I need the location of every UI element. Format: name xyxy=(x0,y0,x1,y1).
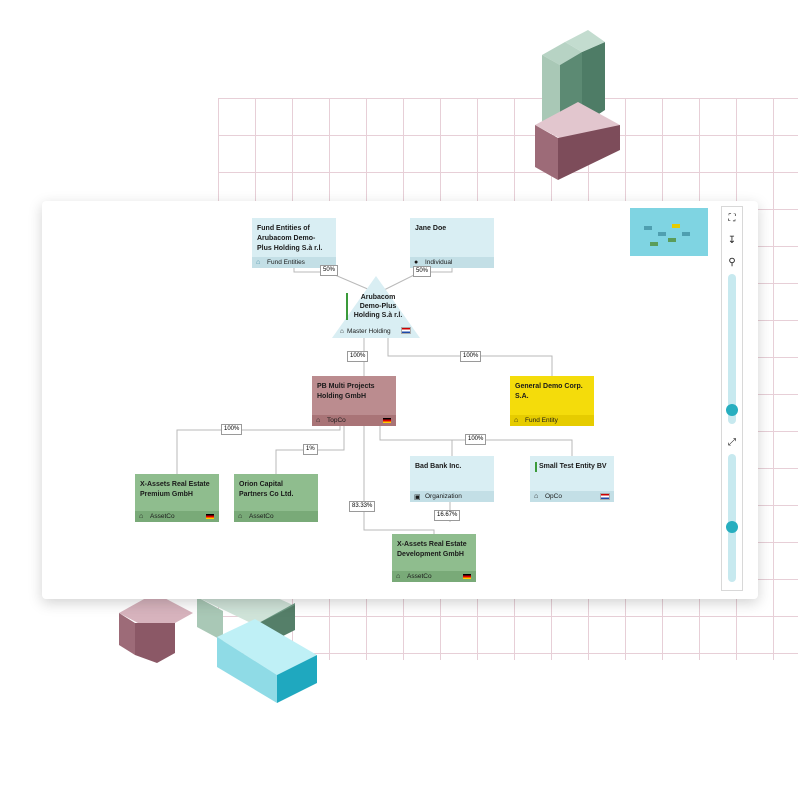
zoom-slider-track[interactable] xyxy=(728,274,736,424)
home-icon: ⌂ xyxy=(238,513,243,520)
flag-germany-icon xyxy=(463,574,471,579)
node-master-holding[interactable]: Arubacom Demo-Plus Holding S.à r.l. ⌂ Ma… xyxy=(332,276,420,338)
node-type: AssetCo xyxy=(407,573,432,580)
node-type: Master Holding xyxy=(346,328,391,335)
home-icon: ⌂ xyxy=(139,513,144,520)
node-name: PB Multi Projects Holding GmbH xyxy=(317,383,375,400)
edge-label: 100% xyxy=(460,351,482,362)
triangle-shape xyxy=(332,276,420,338)
edge-label: 83.33% xyxy=(349,501,376,512)
size-slider-handle[interactable] xyxy=(726,521,738,533)
search-icon[interactable]: ⚲ xyxy=(728,257,736,268)
node-type: OpCo xyxy=(545,493,562,500)
node-type: Fund Entities xyxy=(267,259,305,266)
node-name: Fund Entities of Arubacom Demo-Plus Hold… xyxy=(257,225,323,252)
home-icon: ⌂ xyxy=(340,328,344,335)
node-type: AssetCo xyxy=(150,513,175,520)
node-name: X-Assets Real Estate Premium GmbH xyxy=(140,481,210,498)
minimap-preview xyxy=(644,224,690,246)
home-icon: ⌂ xyxy=(396,573,401,580)
edge-label: 100% xyxy=(221,424,243,435)
edge-label: 1% xyxy=(303,444,318,455)
org-chart-panel xyxy=(42,201,758,599)
decorative-blocks-top xyxy=(535,30,620,180)
node-name: Arubacom Demo-Plus Holding S.à r.l. xyxy=(346,293,406,320)
node-general-demo-corp[interactable]: General Demo Corp. S.A. ⌂ Fund Entity xyxy=(510,376,594,426)
node-jane-doe[interactable]: Jane Doe ● Individual xyxy=(410,218,494,268)
node-name: Bad Bank Inc. xyxy=(415,463,462,470)
edge-label: 100% xyxy=(465,434,487,445)
size-slider-track[interactable] xyxy=(728,454,736,582)
home-icon: ⌂ xyxy=(534,493,539,500)
node-name: General Demo Corp. S.A. xyxy=(515,383,583,400)
person-icon: ● xyxy=(414,259,419,266)
edge-label: 50% xyxy=(413,266,432,277)
bank-icon: ▣ xyxy=(414,493,421,501)
node-name: X-Assets Real Estate Development GmbH xyxy=(397,541,467,558)
node-xassets-premium[interactable]: X-Assets Real Estate Premium GmbH ⌂ Asse… xyxy=(135,474,219,522)
export-icon[interactable]: ↧ xyxy=(727,235,737,246)
node-fund-entities[interactable]: Fund Entities of Arubacom Demo-Plus Hold… xyxy=(252,218,336,268)
minimap[interactable] xyxy=(630,208,708,256)
node-orion-capital[interactable]: Orion Capital Partners Co Ltd. ⌂ AssetCo xyxy=(234,474,318,522)
home-icon: ⌂ xyxy=(514,417,519,424)
node-name: Small Test Entity BV xyxy=(535,462,608,472)
resize-icon[interactable]: ⤢ xyxy=(728,437,736,448)
edge-label: 100% xyxy=(347,351,369,362)
zoom-slider-handle[interactable] xyxy=(726,404,738,416)
fullscreen-icon[interactable]: ⛶ xyxy=(728,213,736,224)
flag-netherlands-icon xyxy=(600,493,610,500)
node-type: Organization xyxy=(425,493,462,500)
node-name: Jane Doe xyxy=(415,225,447,232)
flag-germany-icon xyxy=(206,514,214,519)
node-type: TopCo xyxy=(327,417,346,424)
home-icon: ⌂ xyxy=(316,417,321,424)
node-bad-bank[interactable]: Bad Bank Inc. ▣ Organization xyxy=(410,456,494,502)
node-small-test-entity[interactable]: Small Test Entity BV ⌂ OpCo xyxy=(530,456,614,502)
home-icon: ⌂ xyxy=(256,259,261,266)
node-xassets-development[interactable]: X-Assets Real Estate Development GmbH ⌂ … xyxy=(392,534,476,582)
edge-label: 16.67% xyxy=(434,510,461,521)
node-name: Orion Capital Partners Co Ltd. xyxy=(239,481,294,498)
edge-label: 50% xyxy=(320,265,339,276)
flag-germany-icon xyxy=(383,418,391,423)
node-type: AssetCo xyxy=(249,513,274,520)
decorative-blocks-bottom xyxy=(119,579,317,703)
node-type: Fund Entity xyxy=(525,417,558,424)
flag-netherlands-icon xyxy=(401,327,411,334)
node-pb-multi-projects[interactable]: PB Multi Projects Holding GmbH ⌂ TopCo xyxy=(312,376,396,426)
node-type: Individual xyxy=(425,259,453,266)
